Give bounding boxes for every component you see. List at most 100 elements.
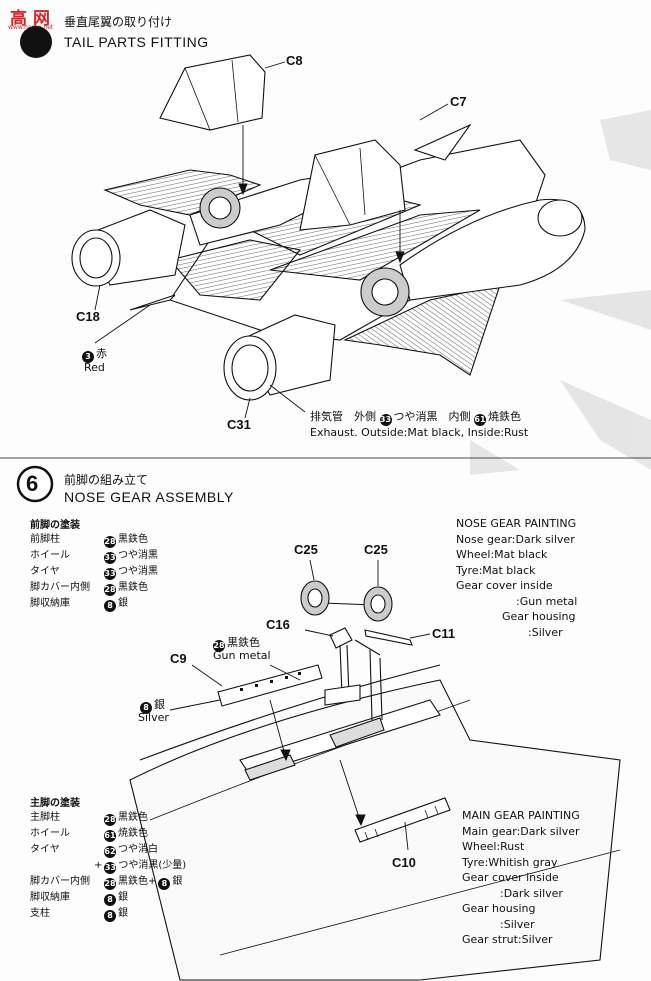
paint-number-badge: 33 (104, 568, 116, 580)
paint-number-badge: 28 (104, 536, 116, 548)
paint-row-part: タイヤ (30, 566, 60, 577)
main-en-line: Gear housing (462, 902, 536, 915)
paint-color-name: 黒鉄色 (118, 812, 148, 823)
section5-leaders (94, 61, 449, 419)
paint-row-part: 脚カバー内側 (30, 582, 90, 593)
nose-en-line: Tyre:Mat black (456, 563, 536, 577)
paint-color-name: 焼鉄色 (118, 828, 148, 839)
paint-color-name: つや消黒(少量) (118, 860, 187, 871)
paint-row-part: 支柱 (30, 908, 50, 919)
paint-number-badge: 28 (104, 878, 116, 890)
paint-number-badge: 61 (104, 830, 116, 842)
silver-note-en: Silver (138, 711, 169, 724)
main-jp-heading: 主脚の塗装 (30, 798, 80, 809)
paint-color-name: つや消黒 (118, 550, 158, 561)
part-label-c25-left: C25 (294, 542, 318, 557)
part-label-c16: C16 (266, 617, 290, 632)
section6-title-en: NOSE GEAR ASSEMBLY (64, 489, 234, 505)
paint-row-part: タイヤ (30, 844, 60, 855)
part-label-c18: C18 (76, 309, 100, 324)
paint-badge-red: 3 (82, 351, 94, 363)
nose-en-line: :Gun metal (516, 594, 578, 608)
paint-color-name: 銀 (172, 876, 183, 887)
paint-row-part: 主脚柱 (30, 812, 60, 823)
nose-en-heading: NOSE GEAR PAINTING (456, 517, 577, 530)
paint-row-part: 脚収納庫 (30, 598, 70, 609)
paint-number-badge: 28 (104, 584, 116, 596)
main-en-line: :Dark silver (500, 886, 563, 900)
section5-title-jp: 垂直尾翼の取り付け (64, 15, 173, 29)
paint-badge-8: 8 (140, 702, 152, 714)
paint-prefix: + (94, 860, 103, 871)
paint-number-badge: 28 (104, 814, 116, 826)
paint-color-name: 黒鉄色 (118, 534, 148, 545)
paint-badge-28: 28 (213, 640, 225, 652)
main-en-line: Main gear:Dark silver (462, 824, 580, 838)
paint-number-badge: 8 (104, 894, 116, 906)
nose-en-line: :Silver (528, 625, 563, 639)
paint-row-part (30, 859, 104, 874)
part-label-c9: C9 (170, 651, 187, 666)
main-en-line: Gear strut:Silver (462, 933, 553, 946)
aircraft-tail-section (71, 54, 586, 401)
paint-badge-33: 33 (379, 414, 392, 426)
paint-number-badge: 33 (104, 862, 117, 874)
gunmetal-note-jp: 黒鉄色 (227, 636, 260, 649)
nose-en-line: Nose gear:Dark silver (456, 532, 575, 546)
part-label-c8: C8 (286, 53, 303, 68)
gunmetal-note-en: Gun metal (213, 649, 271, 662)
red-note-en: Red (84, 361, 105, 374)
section6-leaders (169, 559, 431, 851)
section5-title-en: TAIL PARTS FITTING (64, 34, 209, 50)
watermark-text: 高网 (10, 9, 56, 29)
paint-row-part: 脚収納庫 (30, 892, 70, 903)
paint-row-part: 脚カバー内側 (30, 876, 90, 887)
exhaust-note-part: 排気管 外側 (310, 410, 376, 423)
paint-number-badge: 33 (104, 552, 116, 564)
main-en-line: Wheel:Rust (462, 840, 525, 853)
paint-row-part: ホイール (30, 828, 70, 839)
nose-en-line: Gear cover inside (456, 579, 553, 592)
paint-number-badge: 8 (104, 910, 116, 922)
main-en-line: Tyre:Whitish gray (462, 855, 558, 869)
paint-color-name: 銀 (118, 908, 128, 919)
exhaust-note-mid: つや消黒 内側 (393, 410, 471, 423)
paint-number-badge: 8 (104, 600, 116, 612)
aircraft-underside (129, 580, 621, 981)
paint-color-name: 銀 (118, 598, 128, 609)
exhaust-note-en: Exhaust. Outside:Mat black, Inside:Rust (310, 426, 529, 439)
red-note-jp: 赤 (96, 347, 107, 360)
step6-circle (16, 465, 54, 503)
part-label-c10: C10 (392, 855, 416, 870)
step5-circle (20, 26, 52, 58)
nose-en-line: Wheel:Mat black (456, 548, 548, 561)
part-label-c31: C31 (227, 417, 251, 432)
part-label-c25-right: C25 (364, 542, 388, 557)
background-ghost (470, 110, 651, 475)
main-gear-en-block: MAIN GEAR PAINTING Main gear:Dark silver… (462, 808, 580, 948)
step6-number: 6 (26, 471, 39, 496)
section6-title-jp: 前脚の組み立て (64, 473, 149, 487)
paint-color-name: 黒鉄色+ (118, 876, 157, 887)
nose-jp-heading: 前脚の塗装 (30, 520, 80, 531)
